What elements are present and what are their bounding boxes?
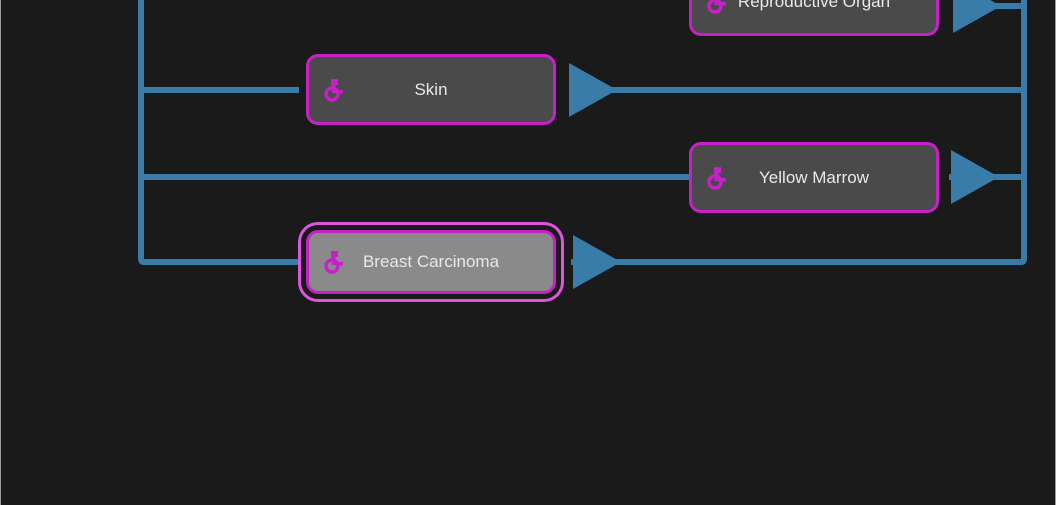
edge-left-trunk bbox=[138, 0, 145, 265]
graph-edges bbox=[138, 0, 1027, 289]
graph-node-label: Skin bbox=[414, 79, 448, 99]
graph-node-skin[interactable]: Skin bbox=[306, 54, 556, 125]
custom-tissues-panel: Custom Tissues Custom Name Add bbox=[1, 380, 1055, 505]
edge-right-trunk bbox=[1020, 0, 1027, 265]
graph-node-yellow-marrow[interactable]: Yellow Marrow bbox=[689, 142, 939, 213]
graph-node-breast-carcinoma[interactable]: Breast Carcinoma bbox=[306, 230, 556, 294]
graph-node-label: Yellow Marrow bbox=[759, 167, 869, 187]
tissue-node-icon bbox=[323, 250, 345, 274]
graph-node-label: Breast Carcinoma bbox=[362, 252, 500, 271]
graph-canvas[interactable]: Reproductive Organ Skin bbox=[1, 0, 1055, 380]
graph-node-label: Reproductive Organ bbox=[737, 0, 891, 11]
tissue-node-icon bbox=[323, 78, 345, 102]
tissue-node-icon bbox=[706, 0, 728, 14]
tissue-node-icon bbox=[706, 166, 728, 190]
graph-node-reproductive-organ[interactable]: Reproductive Organ bbox=[689, 0, 939, 36]
